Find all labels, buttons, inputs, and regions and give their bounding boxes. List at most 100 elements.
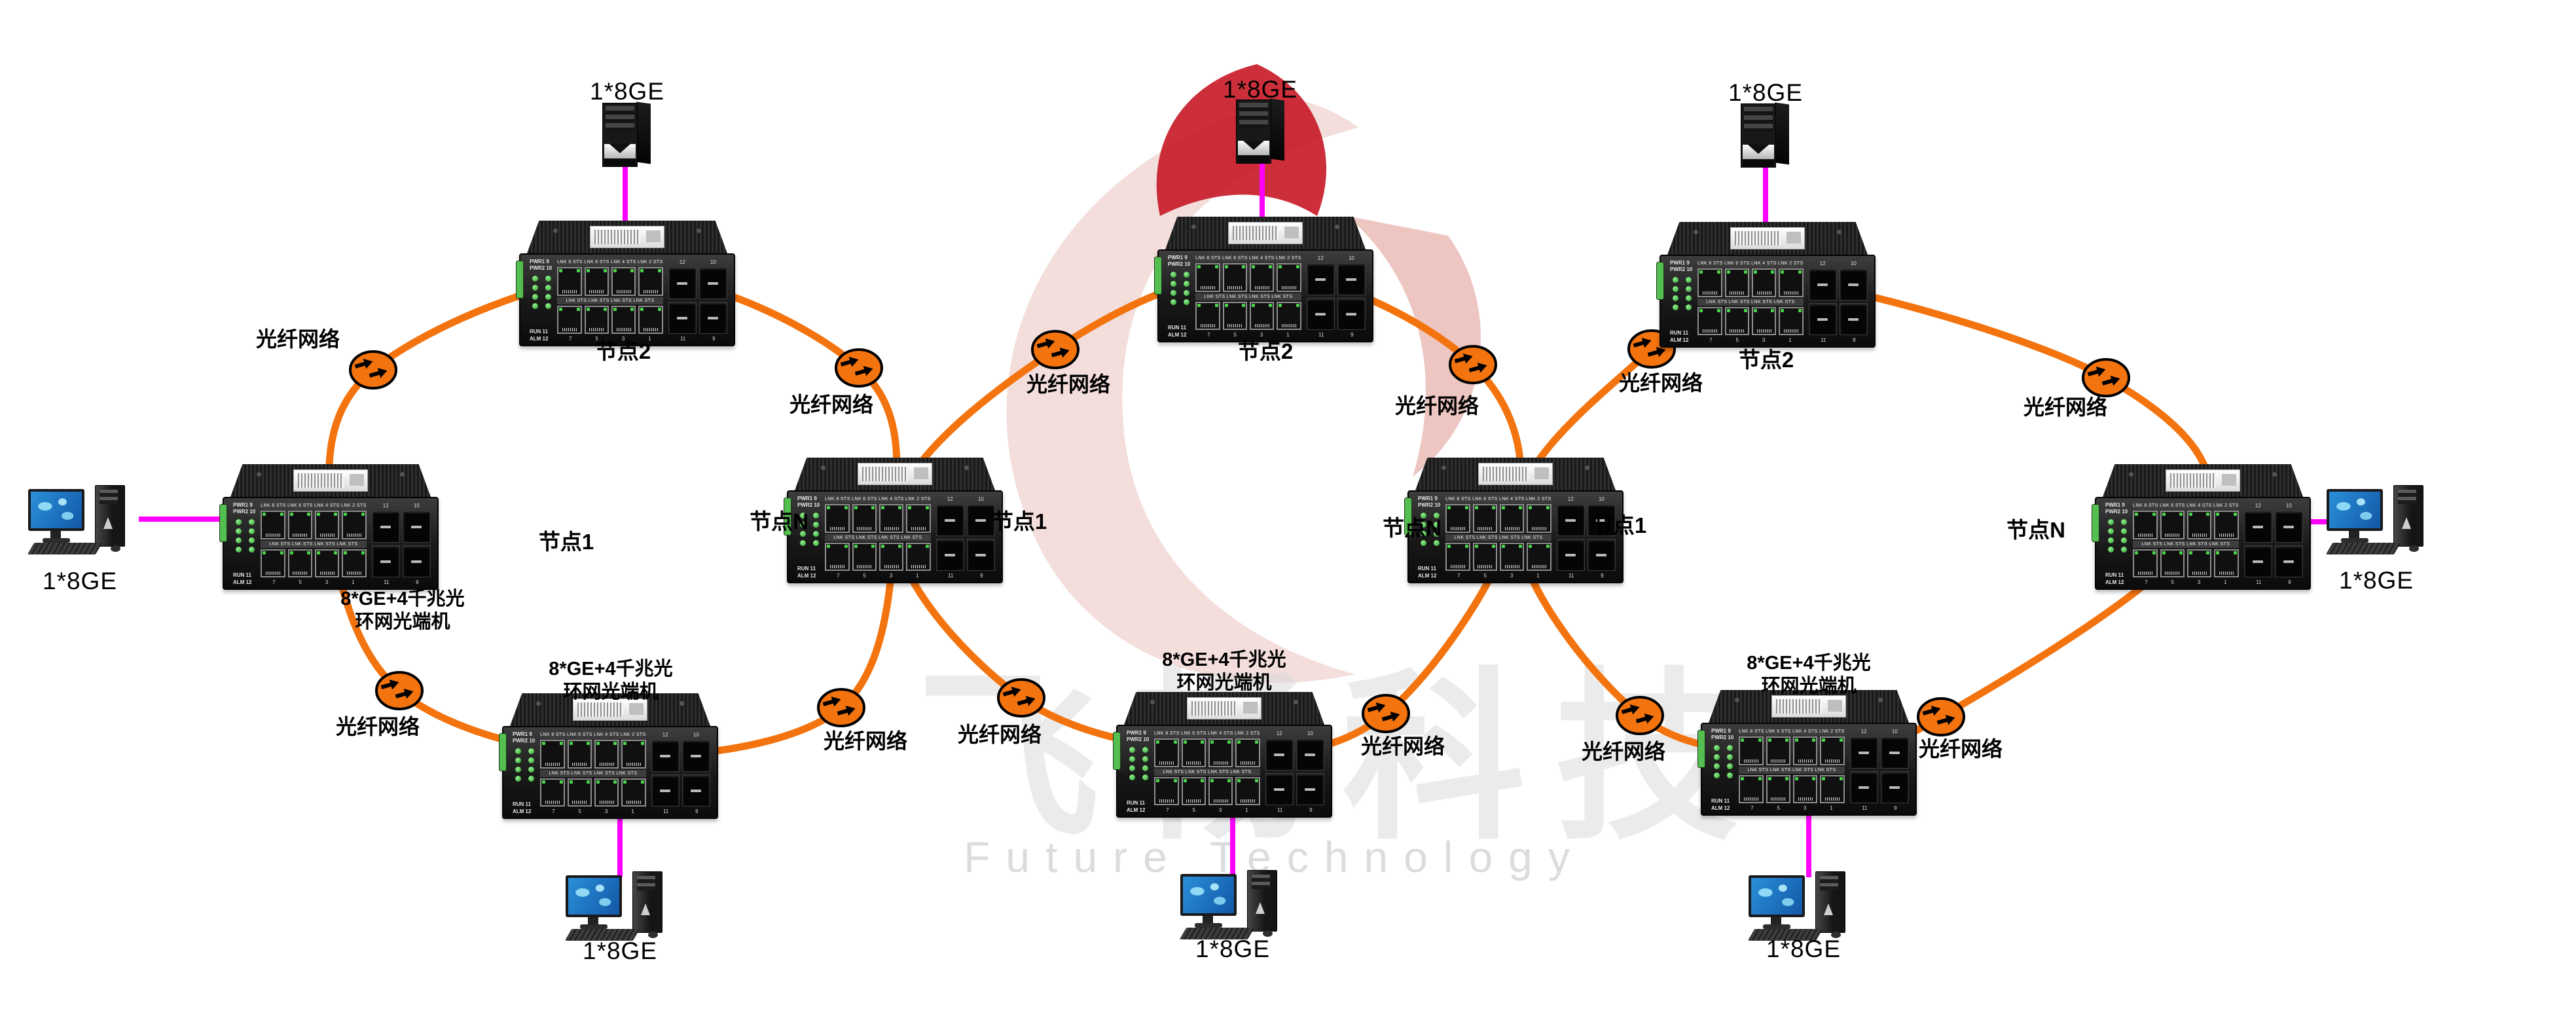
port-header-top: LNK 8 STS LNK 6 STS LNK 4 STS LNK 2 STS [1445,496,1551,503]
led-indicator [528,757,534,763]
computer-monitor [566,875,622,917]
rj45-port-row [1445,542,1551,571]
fiber-network-icon [996,677,1047,719]
status-led-grid [236,518,257,553]
fiber-ring-switch: PWR1 9 PWR2 10 RUN 11 ALM 12 LNK 8 STS L… [784,458,1003,583]
rj45-port [342,511,367,539]
power-led-labels: PWR1 9 PWR2 10 [1418,496,1441,509]
port-number: 1 [352,579,355,585]
run-alarm-labels: RUN 11 ALM 12 [1418,566,1437,579]
computer-tower [95,485,125,547]
switch-label-sticker [293,469,368,492]
power-led-labels: PWR1 9 PWR2 10 [513,731,535,744]
fiber-ring-switch: PWR1 9 PWR2 10 RUN 11 ALM 12 LNK 8 STS L… [517,221,735,346]
port-number: 5 [2171,579,2174,585]
sfp-number: 10 [1598,496,1605,502]
switch-label-sticker [1478,463,1553,485]
power-led-labels: PWR1 9 PWR2 10 [233,502,256,515]
fiber-network-icon [348,349,399,391]
led-indicator [813,521,819,528]
server-side-panel [636,101,651,164]
sfp-number: 9 [1601,573,1604,579]
sfp-number: 10 [1850,261,1857,266]
led-indicator [528,775,534,782]
label-nodeN: 节点N [2006,518,2065,543]
sfp-number: 12 [1860,729,1867,735]
sfp-cage [1337,298,1366,330]
led-indicator [236,518,242,525]
led-indicator [515,775,521,782]
sfp-number: 11 [663,808,669,814]
sfp-labels-top: 12 10 [1264,730,1326,737]
switch-label-sticker [858,463,932,485]
sfp-port-block: 12 10 11 9 [1807,260,1869,344]
rj45-port-row [540,778,646,807]
rj45-port [1724,306,1749,335]
led-indicator [2108,537,2114,543]
led-indicator [1714,744,1720,751]
desktop-computer [1179,869,1290,942]
label-endpoint: 1*8GE [1222,75,1298,103]
run-alarm-labels: RUN 11 ALM 12 [233,572,252,585]
port-header-bottom: LNK STS LNK STS LNK STS LNK STS [2133,540,2239,548]
fiber-ring-switch: PWR1 9 PWR2 10 RUN 11 ALM 12 LNK 8 STS L… [499,693,718,819]
sfp-number: 10 [710,259,716,265]
sfp-number: 9 [1309,807,1313,813]
label-fiber: 光纤网络 [957,722,1042,746]
port-number: 7 [1207,332,1210,338]
port-number: 1 [1788,337,1792,343]
switch-status-column: PWR1 9 PWR2 10 RUN 11 ALM 12 [1698,728,1735,812]
computer-tower [632,871,662,933]
rj45-port [540,778,565,807]
switch-front-panel: PWR1 9 PWR2 10 RUN 11 ALM 12 LNK 8 STS L… [1657,255,1876,348]
port-number: 5 [1735,337,1739,343]
rj45-port [825,504,850,533]
port-number: 7 [1709,337,1713,343]
rj45-port [1527,542,1551,571]
power-terminal-block [1114,733,1120,769]
led-indicator [1421,539,1426,546]
fiber-ring-switch: PWR1 9 PWR2 10 RUN 11 ALM 12 LNK 8 STS L… [1155,217,1373,342]
sfp-number: 9 [980,573,983,579]
label-fiber: 光纤网络 [255,327,340,351]
switch-label-sticker [1730,227,1805,249]
rj45-port [1792,774,1818,803]
led-indicator [236,546,242,553]
rj45-port [594,778,619,807]
sfp-cage-grid [1264,737,1326,807]
sfp-labels-bottom: 11 9 [1807,336,1869,344]
server-tower [598,100,656,168]
led-indicator [1129,774,1135,780]
fiber-ring-switch: PWR1 9 PWR2 10 RUN 11 ALM 12 LNK 8 STS L… [1114,692,1332,818]
label-fiber: 光纤网络 [789,392,874,416]
switch-top-face [1667,222,1868,255]
sfp-cage [681,740,710,772]
rj45-port [557,267,582,296]
sfp-number: 10 [693,732,699,738]
sfp-number: 11 [948,573,954,579]
switch-label-sticker [1187,697,1261,719]
led-indicator [1170,271,1176,278]
led-indicator [1142,765,1148,771]
switch-status-column: PWR1 9 PWR2 10 RUN 11 ALM 12 [220,502,257,586]
power-terminal-block [1657,263,1663,299]
sfp-labels-bottom: 11 9 [1305,331,1367,338]
led-indicator [545,293,551,300]
label-fiber: 光纤网络 [1618,371,1703,395]
led-indicator [1714,754,1720,760]
sfp-number: 10 [1307,731,1313,736]
rj45-port [621,740,646,769]
sfp-cage [2243,511,2272,543]
server-drive-bays [1744,107,1773,132]
monitor-stand [588,917,598,925]
switch-top-face [230,464,431,497]
port-number-row: 7 5 3 1 [1154,807,1260,814]
keyboard [2325,543,2401,554]
rj45-port [1222,263,1247,292]
run-alarm-labels: RUN 11 ALM 12 [1168,325,1187,338]
rj45-port [1445,542,1470,571]
switch-top-face [1165,217,1366,249]
port-number-row: 7 5 3 1 [1195,331,1301,338]
fiber-network-icon [816,687,867,729]
